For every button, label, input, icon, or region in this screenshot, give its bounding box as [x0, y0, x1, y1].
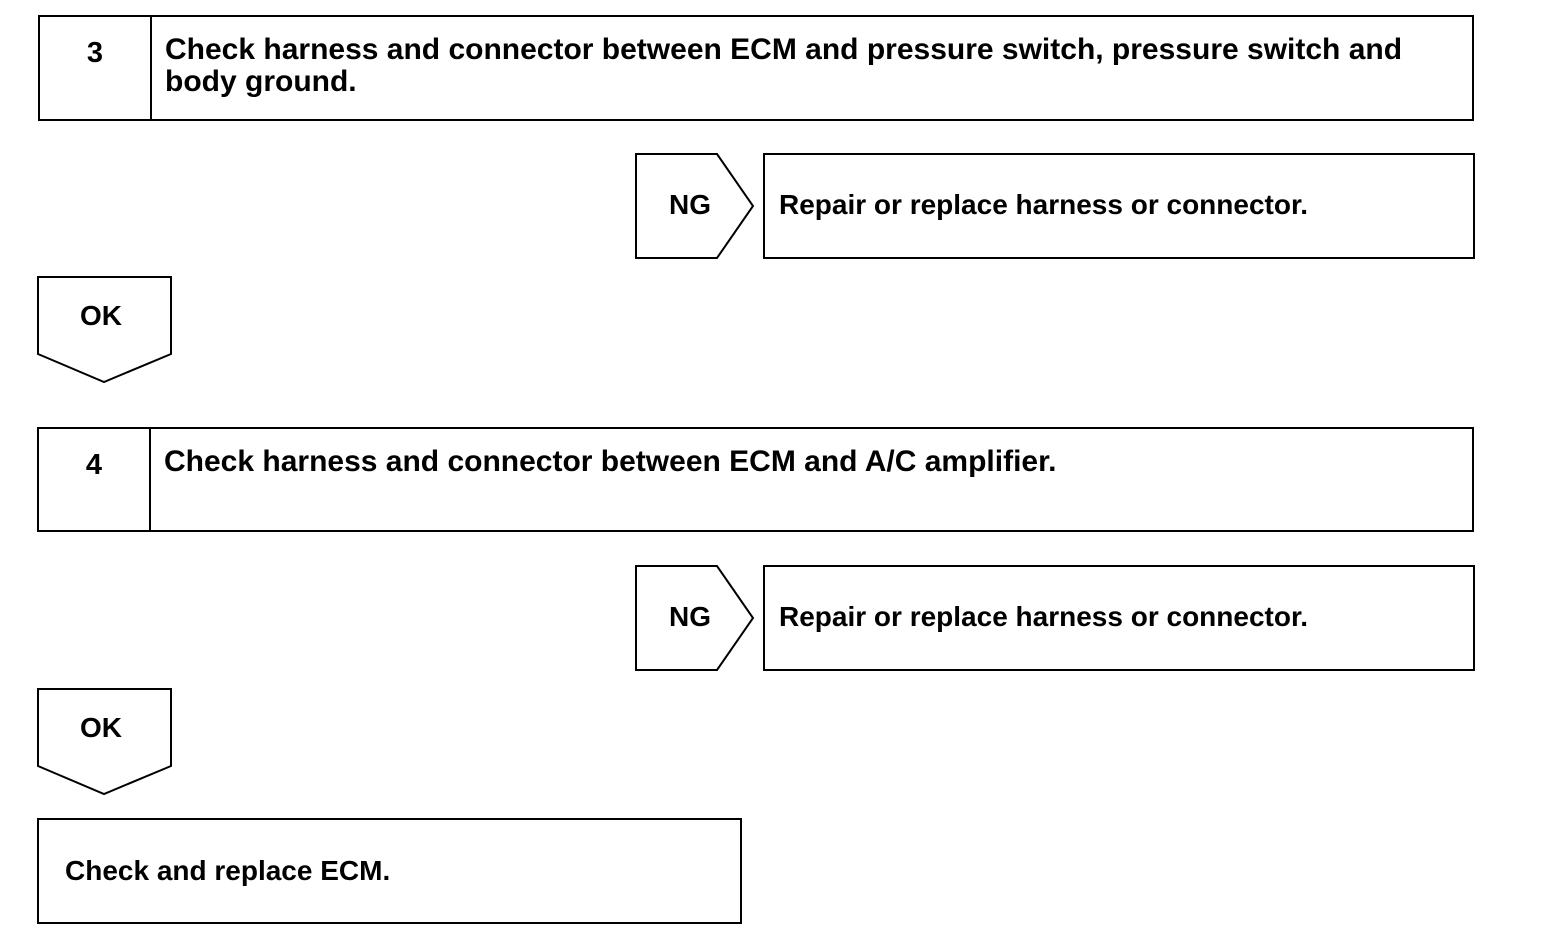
- step-4-ng-action-text: Repair or replace harness or connector.: [779, 601, 1309, 632]
- step-4-ng-action-box: Repair or replace harness or connector.: [763, 565, 1475, 671]
- step-4-number: 4: [39, 429, 151, 530]
- step-4-ok-label: OK: [80, 712, 122, 743]
- final-action-box: Check and replace ECM.: [37, 818, 742, 924]
- step-4-ng-label: NG: [669, 601, 711, 632]
- step-4-ok-arrow: [37, 688, 172, 796]
- step-3-ng-label: NG: [669, 189, 711, 220]
- step-3-ng-action-text: Repair or replace harness or connector.: [779, 189, 1309, 220]
- step-3-number: 3: [40, 17, 152, 119]
- step-3-box: 3 Check harness and connector between EC…: [38, 15, 1474, 121]
- step-4-ng-arrow: [635, 565, 755, 671]
- final-action-text: Check and replace ECM.: [65, 855, 391, 886]
- step-3-ng-action-box: Repair or replace harness or connector.: [763, 153, 1475, 259]
- step-3-ok-label: OK: [80, 300, 122, 331]
- step-3-ok-arrow: [37, 276, 172, 384]
- step-4-text: Check harness and connector between ECM …: [164, 445, 1057, 478]
- step-3-ng-arrow: [635, 153, 755, 259]
- step-4-box: 4 Check harness and connector between EC…: [37, 427, 1474, 532]
- step-3-text: Check harness and connector between ECM …: [165, 33, 1403, 98]
